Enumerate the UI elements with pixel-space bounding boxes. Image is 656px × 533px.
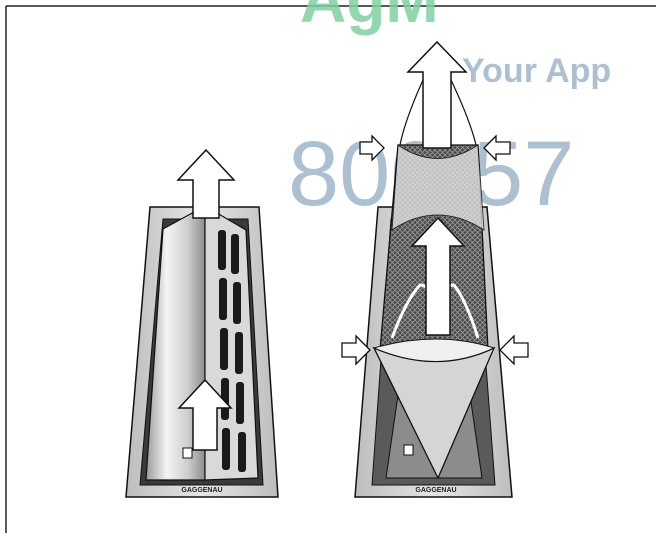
airflow-inward-right-lower-icon (499, 334, 529, 366)
watermark-tagline: Your App (462, 52, 611, 90)
left-grille-slots (218, 230, 246, 472)
right-control-icon (403, 444, 414, 456)
right-unit: GAGGENAU (341, 40, 529, 498)
airflow-exhaust-arrow-icon (406, 40, 468, 149)
airflow-guide-lines (399, 79, 477, 146)
airflow-inward-left-upper-icon (359, 134, 385, 162)
airflow-inward-left-lower-icon (341, 334, 371, 366)
right-glass-top (391, 144, 485, 231)
left-control-icon (182, 447, 193, 459)
right-brand-label: GAGGENAU (415, 487, 456, 494)
watermark-logo: AgM (300, 0, 439, 36)
airflow-up-arrow-icon (176, 148, 236, 219)
airflow-center-arrow-icon (410, 216, 466, 336)
airflow-inward-right-upper-icon (483, 134, 511, 162)
left-brand-label: GAGGENAU (181, 487, 222, 494)
right-hood-rim (372, 338, 496, 362)
left-unit: GAGGENAU (125, 148, 279, 498)
airflow-intake-arrow-icon (177, 378, 233, 451)
